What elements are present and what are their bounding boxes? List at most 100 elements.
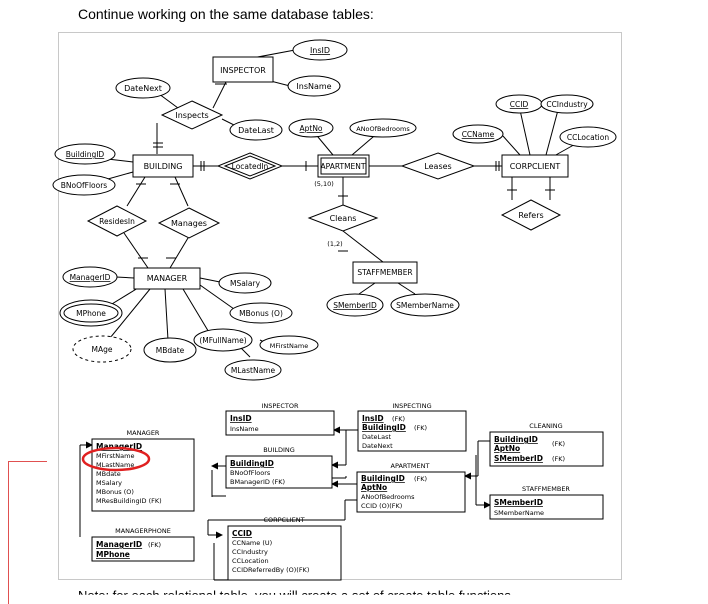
table-inspector — [225, 410, 335, 436]
attr-label-ccindustry: CCIndustry — [546, 100, 588, 109]
relationship-locatedin — [216, 152, 284, 180]
attr-datenext — [115, 77, 171, 99]
rel-label-cleans: Cleans — [330, 214, 357, 223]
cell: DateLast — [362, 433, 392, 441]
rel-label-residesin: ResidesIn — [99, 217, 135, 226]
relationship-leases — [400, 152, 476, 180]
relationship-refers — [500, 199, 562, 231]
entity-manager — [133, 267, 201, 290]
cardinality-apartment: (5,10) — [314, 180, 334, 188]
attr-label-anoofbedrooms: ANoOfBedrooms — [356, 125, 410, 133]
cell: CCIndustry — [232, 548, 268, 556]
attr-label-cclocation: CCLocation — [567, 133, 609, 142]
table-title-building: BUILDING — [263, 446, 295, 454]
attr-label-bnooffloors: BNoOfFloors — [61, 181, 108, 190]
entity-label-apartment: APARTMENT — [321, 162, 366, 171]
attr-label-datelast: DateLast — [238, 126, 274, 135]
entity-label-manager: MANAGER — [147, 274, 188, 283]
attr-cclocation — [559, 126, 617, 148]
cell: CCLocation — [232, 557, 269, 565]
cell: CCID (O)(FK) — [361, 502, 402, 510]
table-title-apartment: APARTMENT — [391, 462, 430, 470]
cell: MBdate — [96, 470, 121, 478]
relationship-residesin — [86, 205, 148, 237]
cell: BuildingID — [230, 459, 274, 468]
cell: (FK) — [414, 424, 427, 432]
attr-label-insname: InsName — [296, 82, 331, 91]
annotation-line — [8, 461, 47, 604]
attr-ccname — [452, 124, 504, 144]
table-title-inspector: INSPECTOR — [261, 402, 299, 410]
attr-label-ccid: CCID — [510, 100, 529, 109]
cell: AptNo — [361, 483, 387, 492]
entity-building — [132, 154, 194, 178]
cell: InsID — [230, 414, 252, 423]
rel-label-leases: Leases — [424, 162, 451, 171]
attr-mbonus — [229, 302, 293, 324]
cell: DateNext — [362, 442, 393, 450]
attr-label-ccname: CCName — [462, 130, 495, 139]
attr-label-managerid: ManagerID — [70, 273, 111, 282]
cell: MBonus (O) — [96, 488, 134, 496]
attr-mfullname — [193, 328, 253, 352]
table-apartment — [356, 471, 466, 513]
entity-staffmember — [352, 261, 418, 284]
cell: MResBuildingID (FK) — [96, 497, 162, 505]
cardinality-cleans: (1,2) — [327, 240, 342, 248]
table-title-corpclient: CORPCLIENT — [263, 516, 304, 524]
entity-label-inspector: INSPECTOR — [220, 66, 266, 75]
relationship-cleans — [307, 204, 379, 232]
cell: BuildingID — [362, 423, 406, 432]
cell: CCIDReferredBy (O)(FK) — [232, 566, 309, 574]
table-title-staffmember: STAFFMEMBER — [522, 485, 570, 493]
rel-label-inspects: Inspects — [175, 111, 208, 120]
cell: ManagerID — [96, 442, 142, 451]
attr-mlastname — [224, 359, 282, 381]
attr-ccindustry — [540, 94, 594, 114]
cell: AptNo — [494, 444, 520, 453]
cell: CCName (U) — [232, 539, 272, 547]
attr-label-smembername: SMemberName — [396, 301, 454, 310]
entity-label-corpclient: CORPCLIENT — [510, 162, 561, 171]
entity-label-building: BUILDING — [144, 162, 183, 171]
cell: (FK) — [552, 455, 565, 463]
cell: BuildingID — [361, 474, 405, 483]
table-title-inspecting: INSPECTING — [392, 402, 431, 410]
attr-label-mfullname: (MFullName) — [199, 336, 246, 345]
entity-apartment — [317, 154, 370, 178]
attr-label-mfirstname: MFirstName — [270, 342, 308, 350]
cell: InsID — [362, 414, 384, 423]
attr-mphone — [59, 299, 123, 327]
table-title-managerphone: MANAGERPHONE — [115, 527, 171, 535]
cell: (FK) — [414, 475, 427, 483]
attr-label-smemberid: SMemberID — [333, 301, 377, 310]
cell: SMemberName — [494, 509, 544, 517]
attr-mbdate — [143, 337, 197, 363]
table-title-manager: MANAGER — [127, 429, 160, 437]
attr-bnooffloors — [52, 174, 116, 196]
rel-label-refers: Refers — [518, 211, 543, 220]
rel-label-manages: Manages — [171, 219, 207, 228]
attr-datelast — [229, 119, 283, 141]
cell: MFirstName — [96, 452, 134, 460]
cell: (FK) — [148, 541, 161, 549]
attr-label-mbonus: MBonus (O) — [239, 309, 283, 318]
cell: SMemberID — [494, 454, 543, 463]
table-managerphone — [91, 536, 195, 562]
table-staffmember — [489, 494, 604, 520]
attr-label-datenext: DateNext — [124, 84, 162, 93]
cell: BNoOfFloors — [230, 469, 271, 477]
cell: MLastName — [96, 461, 134, 469]
table-title-cleaning: CLEANING — [529, 422, 562, 430]
highlight-ring — [81, 446, 151, 472]
rel-label-locatedin: LocatedIn — [232, 162, 269, 171]
attr-anoofbedrooms — [349, 118, 417, 138]
cell: InsName — [230, 425, 259, 433]
cut-off-text: Note: for each relational table, you wil… — [78, 588, 511, 603]
cell: (FK) — [552, 440, 565, 448]
table-manager — [91, 438, 195, 512]
table-cleaning — [489, 431, 604, 467]
attr-mfirstname — [259, 335, 319, 355]
cell: MSalary — [96, 479, 122, 487]
cell: (FK) — [392, 415, 405, 423]
